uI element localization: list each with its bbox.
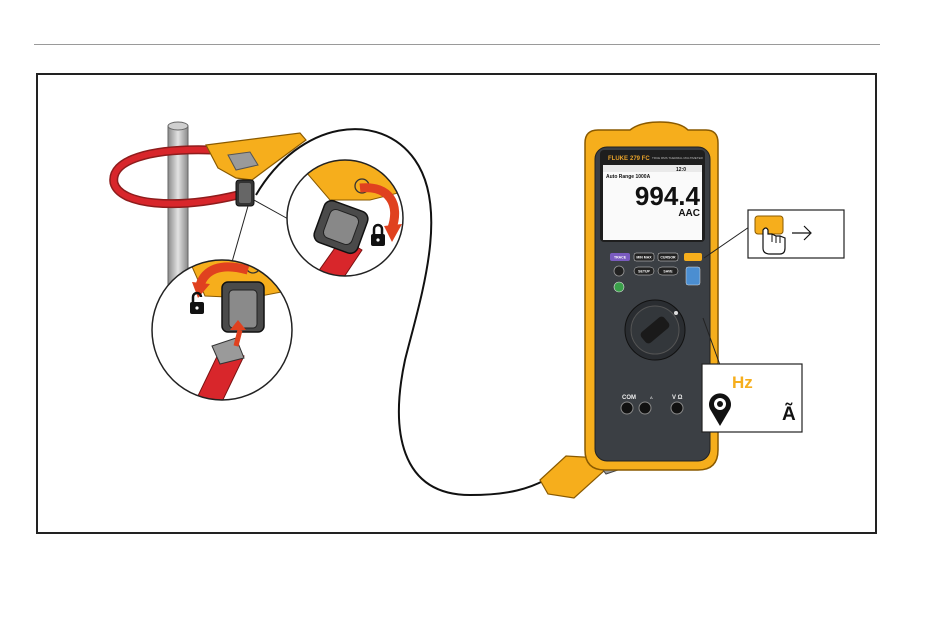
amp-jack-label: A xyxy=(650,395,653,400)
lock-detail-magnifier xyxy=(287,150,410,310)
meter-subtitle: TRUE RMS THERMAL MULTIMETER xyxy=(652,156,704,160)
save-button-label: SAVE xyxy=(663,270,673,274)
rotary-dial[interactable] xyxy=(625,300,685,360)
meter-model: 279 FC xyxy=(630,156,650,162)
reading-unit: AAC xyxy=(678,208,700,219)
volt-jack-label: V Ω xyxy=(672,395,683,401)
meter-brand: FLUKE xyxy=(608,156,628,162)
cursor-button-label: CURSOR xyxy=(660,256,676,260)
setup-button-label: SETUP xyxy=(638,270,650,274)
trace-button-label: TRACE xyxy=(614,256,627,260)
function-softkey[interactable] xyxy=(684,253,702,261)
minmax-button-label: MIN MAX xyxy=(636,256,652,260)
ac-amps-symbol: Ã xyxy=(782,403,796,425)
wireless-button[interactable] xyxy=(686,267,700,285)
dial-setting-callout: Hz Ã xyxy=(702,364,802,432)
iflex-probe xyxy=(114,133,306,206)
power-button[interactable] xyxy=(614,266,624,276)
com-jack-label: COM xyxy=(622,395,636,401)
backlight-button[interactable] xyxy=(614,282,624,292)
hz-label: Hz xyxy=(732,373,753,392)
reading-value: 994.4 xyxy=(635,181,701,211)
press-button-callout xyxy=(748,210,844,258)
status-text: 12:0 xyxy=(676,167,686,173)
multimeter: FLUKE 279 FC TRUE RMS THERMAL MULTIMETER… xyxy=(585,122,718,470)
range-text: Auto Range 1000A xyxy=(606,174,651,180)
